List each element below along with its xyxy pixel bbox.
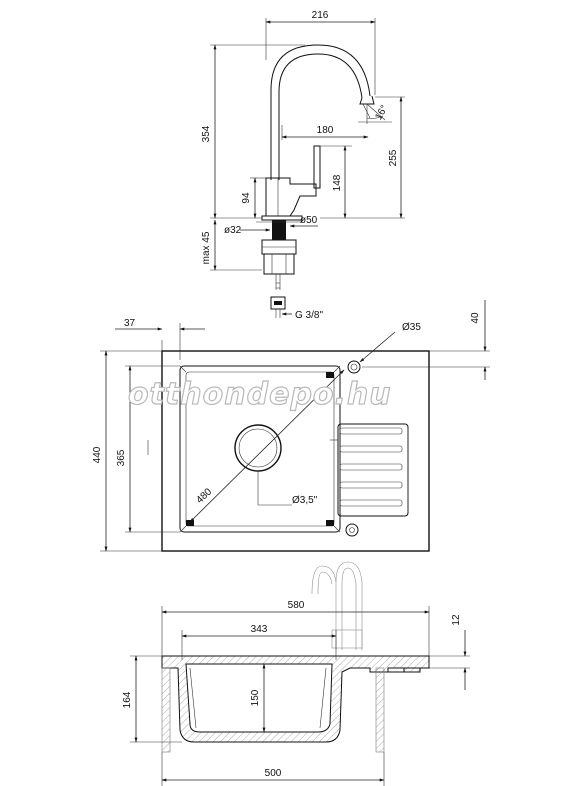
label-spout-height: 255 (388, 149, 399, 166)
label-body-height: 94 (241, 192, 252, 204)
label-spout-angle: 16° (373, 103, 390, 122)
sink-section-view: 580 343 12 (122, 561, 470, 786)
label-bowl-depth: 365 (116, 449, 127, 466)
label-lever-height: 148 (332, 174, 343, 191)
dimension-spout-reach: 180 (281, 125, 369, 140)
label-section-bowl-height: 150 (250, 689, 261, 706)
dimension-spout-angle: 16° (358, 103, 392, 124)
label-spout-reach: 180 (317, 125, 334, 136)
label-hole-diameter: ø32 (224, 225, 242, 236)
sink-outline (161, 350, 430, 552)
label-section-bowl-width: 343 (251, 624, 268, 635)
dimension-drain: Ø3,5" (257, 472, 318, 506)
sink-drain (234, 424, 282, 472)
label-section-height: 164 (122, 691, 133, 708)
sink-section-body (161, 655, 430, 743)
dimension-rim-height: 12 (429, 614, 470, 690)
cabinet-walls (161, 667, 385, 753)
sink-drainer (330, 423, 409, 517)
label-base-diameter: ø50 (300, 215, 318, 226)
label-faucet-height: 354 (201, 125, 212, 142)
label-connection: G 3/8" (295, 310, 323, 321)
dimension-bowl-depth: 365 (116, 365, 180, 533)
dimension-faucet-width: 216 (265, 10, 376, 95)
dimension-section-height: 164 (122, 655, 182, 743)
dimension-section-width: 580 (161, 600, 430, 660)
label-tap-hole-offset: 40 (470, 312, 481, 324)
faucet-elevation: 216 354 16° 255 (201, 10, 405, 321)
faucet-lever: 148 (313, 145, 352, 219)
faucet-body: 94 (241, 177, 317, 221)
dimension-section-bowl-width: 343 (181, 624, 337, 660)
dimension-tap-hole-offset: 40 (362, 300, 490, 380)
label-drain: Ø3,5" (292, 495, 318, 506)
label-section-bottom-width: 500 (265, 768, 282, 779)
label-mount-depth: max 45 (201, 231, 212, 264)
label-edge-offset: 37 (124, 318, 136, 329)
dimension-faucet-height: 354 (201, 44, 305, 219)
label-bowl-diagonal: 480 (194, 486, 214, 506)
label-tap-hole: Ø35 (402, 322, 421, 333)
label-faucet-width: 216 (312, 10, 329, 21)
label-rim-height: 12 (451, 614, 462, 626)
dimension-overall-depth: 440 (92, 350, 162, 552)
label-section-width: 580 (288, 600, 305, 611)
sink-top-view: 37 440 365 (92, 300, 490, 552)
overflow-hole (345, 523, 359, 537)
faucet-hose: G 3/8" (270, 274, 323, 321)
faucet-mount: ø32 ø50 max 45 (201, 215, 318, 275)
dimension-edge-offset: 37 (115, 318, 205, 360)
faucet-ghost (311, 561, 363, 650)
dimension-spout-height: 255 (320, 96, 405, 219)
dimension-section-bowl-height: 150 (250, 663, 266, 733)
tap-hole: Ø35 (347, 322, 421, 374)
dimension-section-bottom-width: 500 (161, 752, 385, 786)
label-overall-depth: 440 (92, 446, 103, 463)
faucet-spout (270, 44, 375, 180)
watermark-logo: otthondepo.hu (128, 377, 392, 412)
